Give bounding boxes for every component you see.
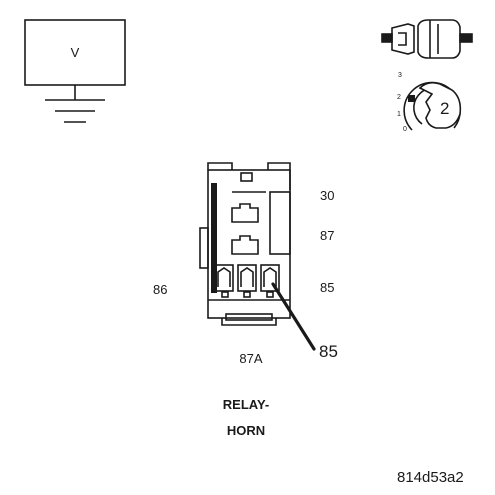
component-name-line1: RELAY- bbox=[222, 397, 270, 412]
key-position-1: 1 bbox=[397, 111, 401, 118]
pin-label-30: 30 bbox=[320, 188, 335, 203]
cavity-30 bbox=[231, 203, 259, 223]
key-position-2: 2 bbox=[397, 94, 401, 101]
voltmeter-label: V bbox=[70, 45, 80, 60]
component-name-line2: HORN bbox=[226, 423, 266, 438]
pin-label-86: 86 bbox=[153, 282, 168, 297]
pin-label-87a: 87A bbox=[239, 351, 263, 366]
cavity-87a bbox=[237, 264, 257, 298]
callout-label-85: 85 bbox=[319, 342, 338, 361]
connector-disconnect-icon bbox=[381, 19, 473, 59]
relay-connector-body bbox=[199, 162, 291, 326]
key-selected-position: 2 bbox=[440, 99, 450, 118]
callout-leader-85 bbox=[271, 282, 316, 351]
cavity-86 bbox=[214, 264, 234, 298]
cavity-85 bbox=[260, 264, 280, 298]
key-position-3: 3 bbox=[398, 72, 402, 79]
cavity-87 bbox=[231, 235, 259, 255]
figure-code: 814d53a2 bbox=[397, 469, 464, 486]
key-position-0: 0 bbox=[403, 126, 407, 133]
ignition-key-icon bbox=[403, 81, 462, 131]
pin-label-85: 85 bbox=[320, 280, 335, 295]
pin-label-87: 87 bbox=[320, 228, 335, 243]
